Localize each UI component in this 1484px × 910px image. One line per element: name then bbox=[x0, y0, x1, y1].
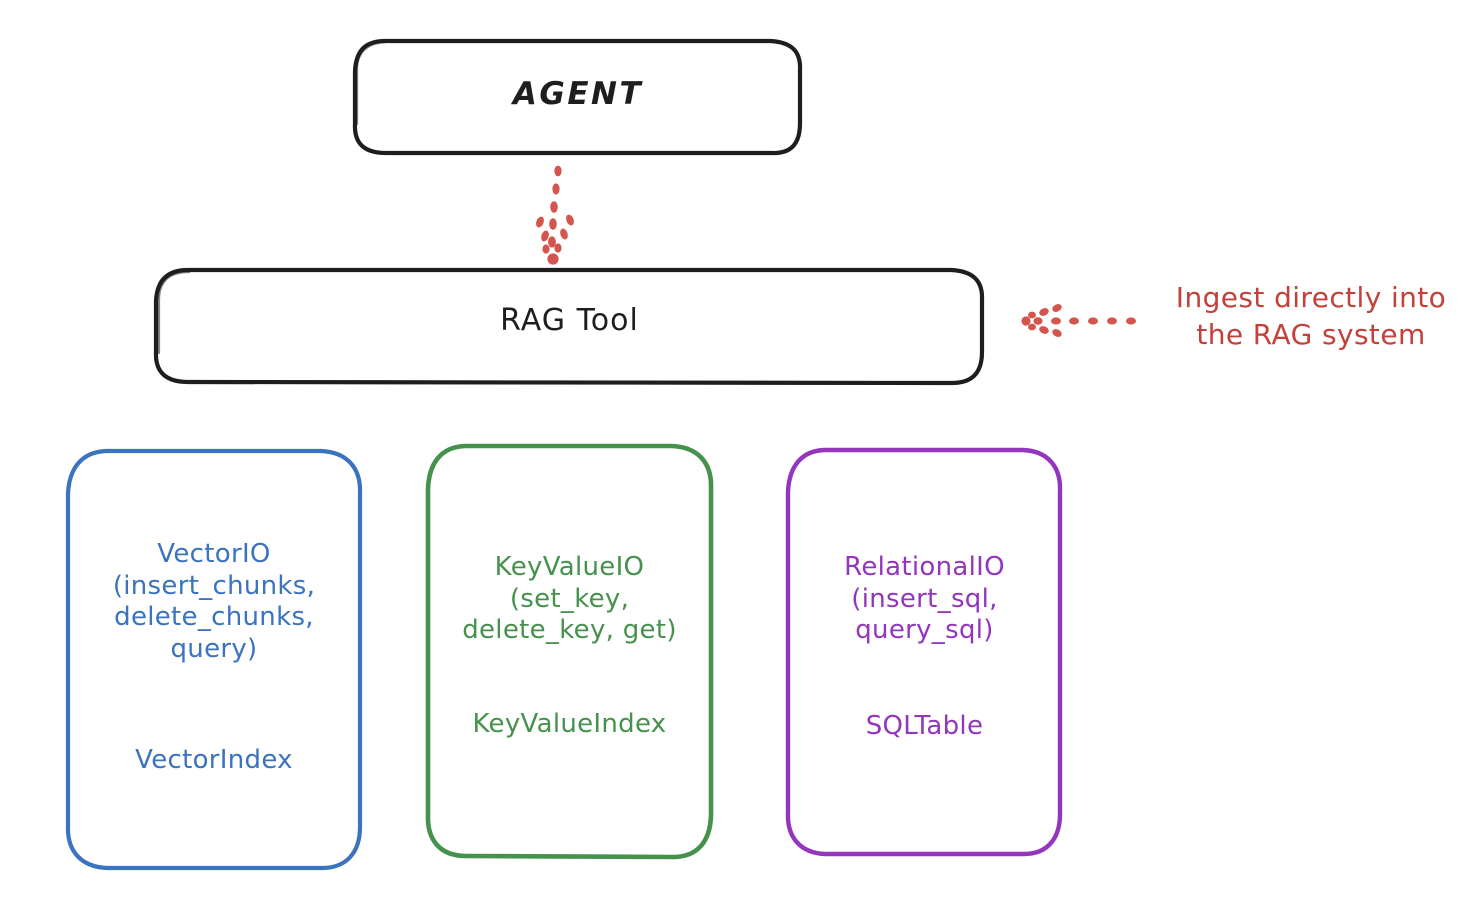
ingest-annotation-label: Ingest directly into the RAG system bbox=[1175, 281, 1447, 352]
relational-store-index-label: SQLTable bbox=[865, 711, 984, 741]
keyvalue-store-index-label: KeyValueIndex bbox=[472, 709, 667, 739]
vector-store-api-label: VectorIO (insert_chunks, delete_chunks, … bbox=[112, 539, 316, 665]
vector-store-index-label: VectorIndex bbox=[135, 745, 293, 775]
ingest-connector bbox=[1021, 304, 1136, 337]
keyvalue-store-node-shape[interactable] bbox=[425, 443, 714, 860]
agent-to-rag-connector bbox=[536, 165, 574, 265]
keyvalue-store-api-label: KeyValueIO (set_key, delete_key, get) bbox=[462, 552, 677, 646]
relational-store-api-label: RelationalIO (insert_sql, query_sql) bbox=[844, 552, 1005, 646]
rag-tool-node-label: RAG Tool bbox=[500, 303, 639, 338]
agent-node-label: AGENT bbox=[512, 76, 644, 112]
relational-store-node-shape[interactable] bbox=[785, 447, 1063, 857]
